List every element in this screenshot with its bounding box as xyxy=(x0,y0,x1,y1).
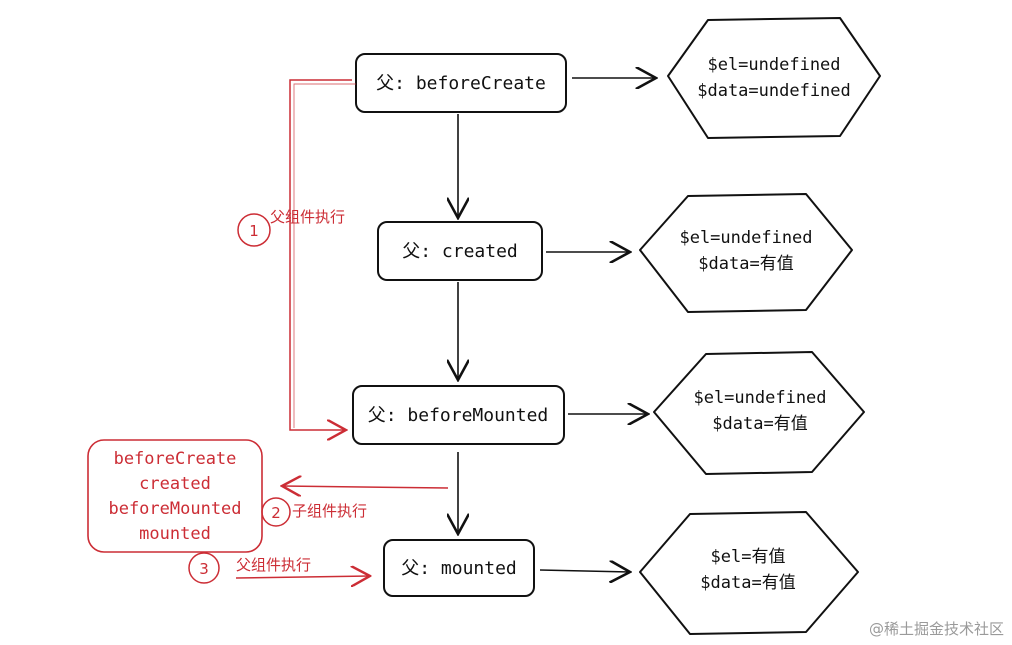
node-created-label: 父: created xyxy=(402,241,518,262)
step2-label: 子组件执行 xyxy=(292,502,367,520)
step3-label: 父组件执行 xyxy=(236,556,311,574)
state-diamond-2: $el=undefined $data=有值 xyxy=(639,193,853,313)
step2-arrow xyxy=(282,486,449,488)
child-box-line-2: created xyxy=(139,474,211,494)
step3-arrow xyxy=(235,576,370,578)
state-diamond-1: $el=undefined $data=undefined xyxy=(667,17,881,139)
node-created: 父: created xyxy=(377,221,543,281)
node-before-mounted: 父: beforeMounted xyxy=(352,385,565,445)
state-diamond-3: $el=undefined $data=有值 xyxy=(653,351,865,475)
state-diamond-2-line2: $data=有值 xyxy=(698,254,793,274)
step1-label: 父组件执行 xyxy=(270,208,345,226)
node-before-mounted-label: 父: beforeMounted xyxy=(368,405,549,426)
child-box-line-4: mounted xyxy=(139,524,211,544)
step1-circle xyxy=(237,213,271,247)
state-diamond-4-line1: $el=有值 xyxy=(711,547,786,567)
child-lifecycle-box: beforeCreate created beforeMounted mount… xyxy=(87,439,263,553)
state-diamond-1-line1: $el=undefined xyxy=(707,55,840,75)
step3-circle xyxy=(188,552,220,584)
child-box-line-3: beforeMounted xyxy=(108,499,241,519)
step3-marker: 3 xyxy=(188,552,220,584)
node-before-create-label: 父: beforeCreate xyxy=(376,73,546,94)
step3-number: 3 xyxy=(199,560,209,578)
step1-number: 1 xyxy=(249,222,259,240)
step2-marker: 2 xyxy=(261,497,291,527)
state-diamond-1-line2: $data=undefined xyxy=(697,81,851,101)
step2-number: 2 xyxy=(271,504,281,522)
state-diamond-4: $el=有值 $data=有值 xyxy=(639,511,859,635)
state-diamond-4-line2: $data=有值 xyxy=(700,573,795,593)
node-mounted: 父: mounted xyxy=(383,539,535,597)
state-diamond-3-line2: $data=有值 xyxy=(712,414,807,434)
step1-marker: 1 xyxy=(237,213,271,247)
state-diamond-2-line1: $el=undefined xyxy=(679,228,812,248)
node-before-create: 父: beforeCreate xyxy=(355,53,567,113)
watermark: @稀土掘金技术社区 xyxy=(869,620,1004,638)
step1-bracket xyxy=(289,79,356,430)
state-arrow-4 xyxy=(539,570,630,572)
state-diamond-3-line1: $el=undefined xyxy=(693,388,826,408)
node-mounted-label: 父: mounted xyxy=(401,558,517,579)
child-box-line-1: beforeCreate xyxy=(114,449,237,469)
